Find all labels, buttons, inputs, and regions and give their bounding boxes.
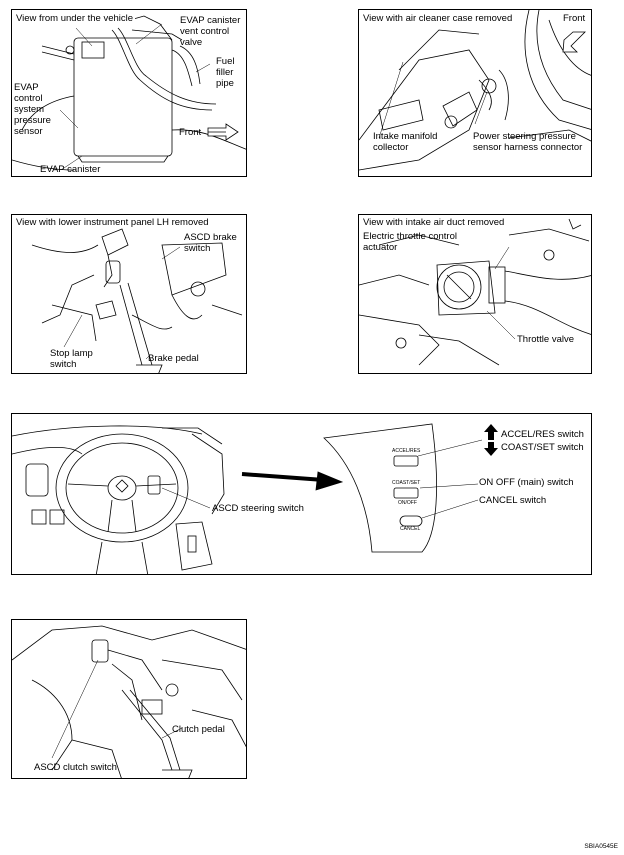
- brake-pedal-illustration: [31, 228, 243, 373]
- label-evap-canister: EVAP canister: [40, 164, 101, 175]
- button-text-on-off: ON/OFF: [398, 500, 417, 506]
- figure-code: SBIA0545E: [584, 843, 618, 850]
- label-evap-vent-valve: EVAP canister vent control valve: [180, 15, 241, 48]
- panel-intake-duct-removed: View with intake air duct removed Electr…: [358, 214, 592, 374]
- engine-bay-illustration: [359, 10, 591, 171]
- clutch-pedal-illustration: [12, 625, 246, 778]
- button-text-cancel: CANCEL: [400, 526, 421, 532]
- panel-heading: View from under the vehicle: [14, 13, 136, 24]
- label-evap-pressure-sensor: EVAP control system pressure sensor: [14, 82, 51, 137]
- label-ascd-clutch-switch: ASCD clutch switch: [34, 762, 117, 773]
- label-fuel-filler-pipe: Fuel filler pipe: [216, 56, 235, 89]
- label-cancel-switch: CANCEL switch: [479, 495, 547, 506]
- label-coast-set-switch: COAST/SET switch: [501, 442, 584, 453]
- label-electric-throttle-actuator: Electric throttle control actuator: [363, 231, 457, 253]
- steering-wheel-illustration: [12, 423, 498, 574]
- panel-under-vehicle: View from under the vehicle EVAP caniste…: [11, 9, 247, 177]
- button-text-coast-set: COAST/SET: [392, 480, 421, 486]
- panel-heading: View with air cleaner case removed: [361, 13, 515, 24]
- panel-heading: View with intake air duct removed: [361, 217, 507, 228]
- label-ascd-brake-switch: ASCD brake switch: [184, 232, 237, 254]
- evap-canister-illustration: [12, 15, 246, 171]
- label-throttle-valve: Throttle valve: [517, 334, 575, 345]
- label-brake-pedal: Brake pedal: [148, 353, 199, 364]
- label-on-off-main-switch: ON OFF (main) switch: [479, 477, 574, 488]
- label-ascd-steering-switch: ASCD steering switch: [212, 503, 304, 514]
- panel-instrument-panel-removed: View with lower instrument panel LH remo…: [11, 214, 247, 374]
- label-front: Front: [563, 13, 586, 24]
- label-power-steering-sensor-connector: Power steering pressure sensor harness c…: [473, 131, 583, 153]
- panel-air-cleaner-removed: View with air cleaner case removed Front…: [358, 9, 592, 177]
- label-accel-res-switch: ACCEL/RES switch: [501, 429, 584, 440]
- button-text-accel-res: ACCEL/RES: [392, 448, 421, 454]
- label-intake-manifold-collector: Intake manifold collector: [373, 131, 438, 153]
- label-clutch-pedal: Clutch pedal: [172, 724, 225, 735]
- throttle-body-illustration: [359, 218, 591, 366]
- panel-heading: View with lower instrument panel LH remo…: [14, 217, 211, 228]
- panel-ascd-clutch-switch: Clutch pedal ASCD clutch switch: [11, 619, 247, 779]
- label-stop-lamp-switch: Stop lamp switch: [50, 348, 93, 370]
- panel-ascd-steering-switch: ACCEL/RES COAST/SET ON/OFF CANCEL ACCEL/…: [11, 413, 592, 575]
- label-front: Front: [179, 127, 202, 138]
